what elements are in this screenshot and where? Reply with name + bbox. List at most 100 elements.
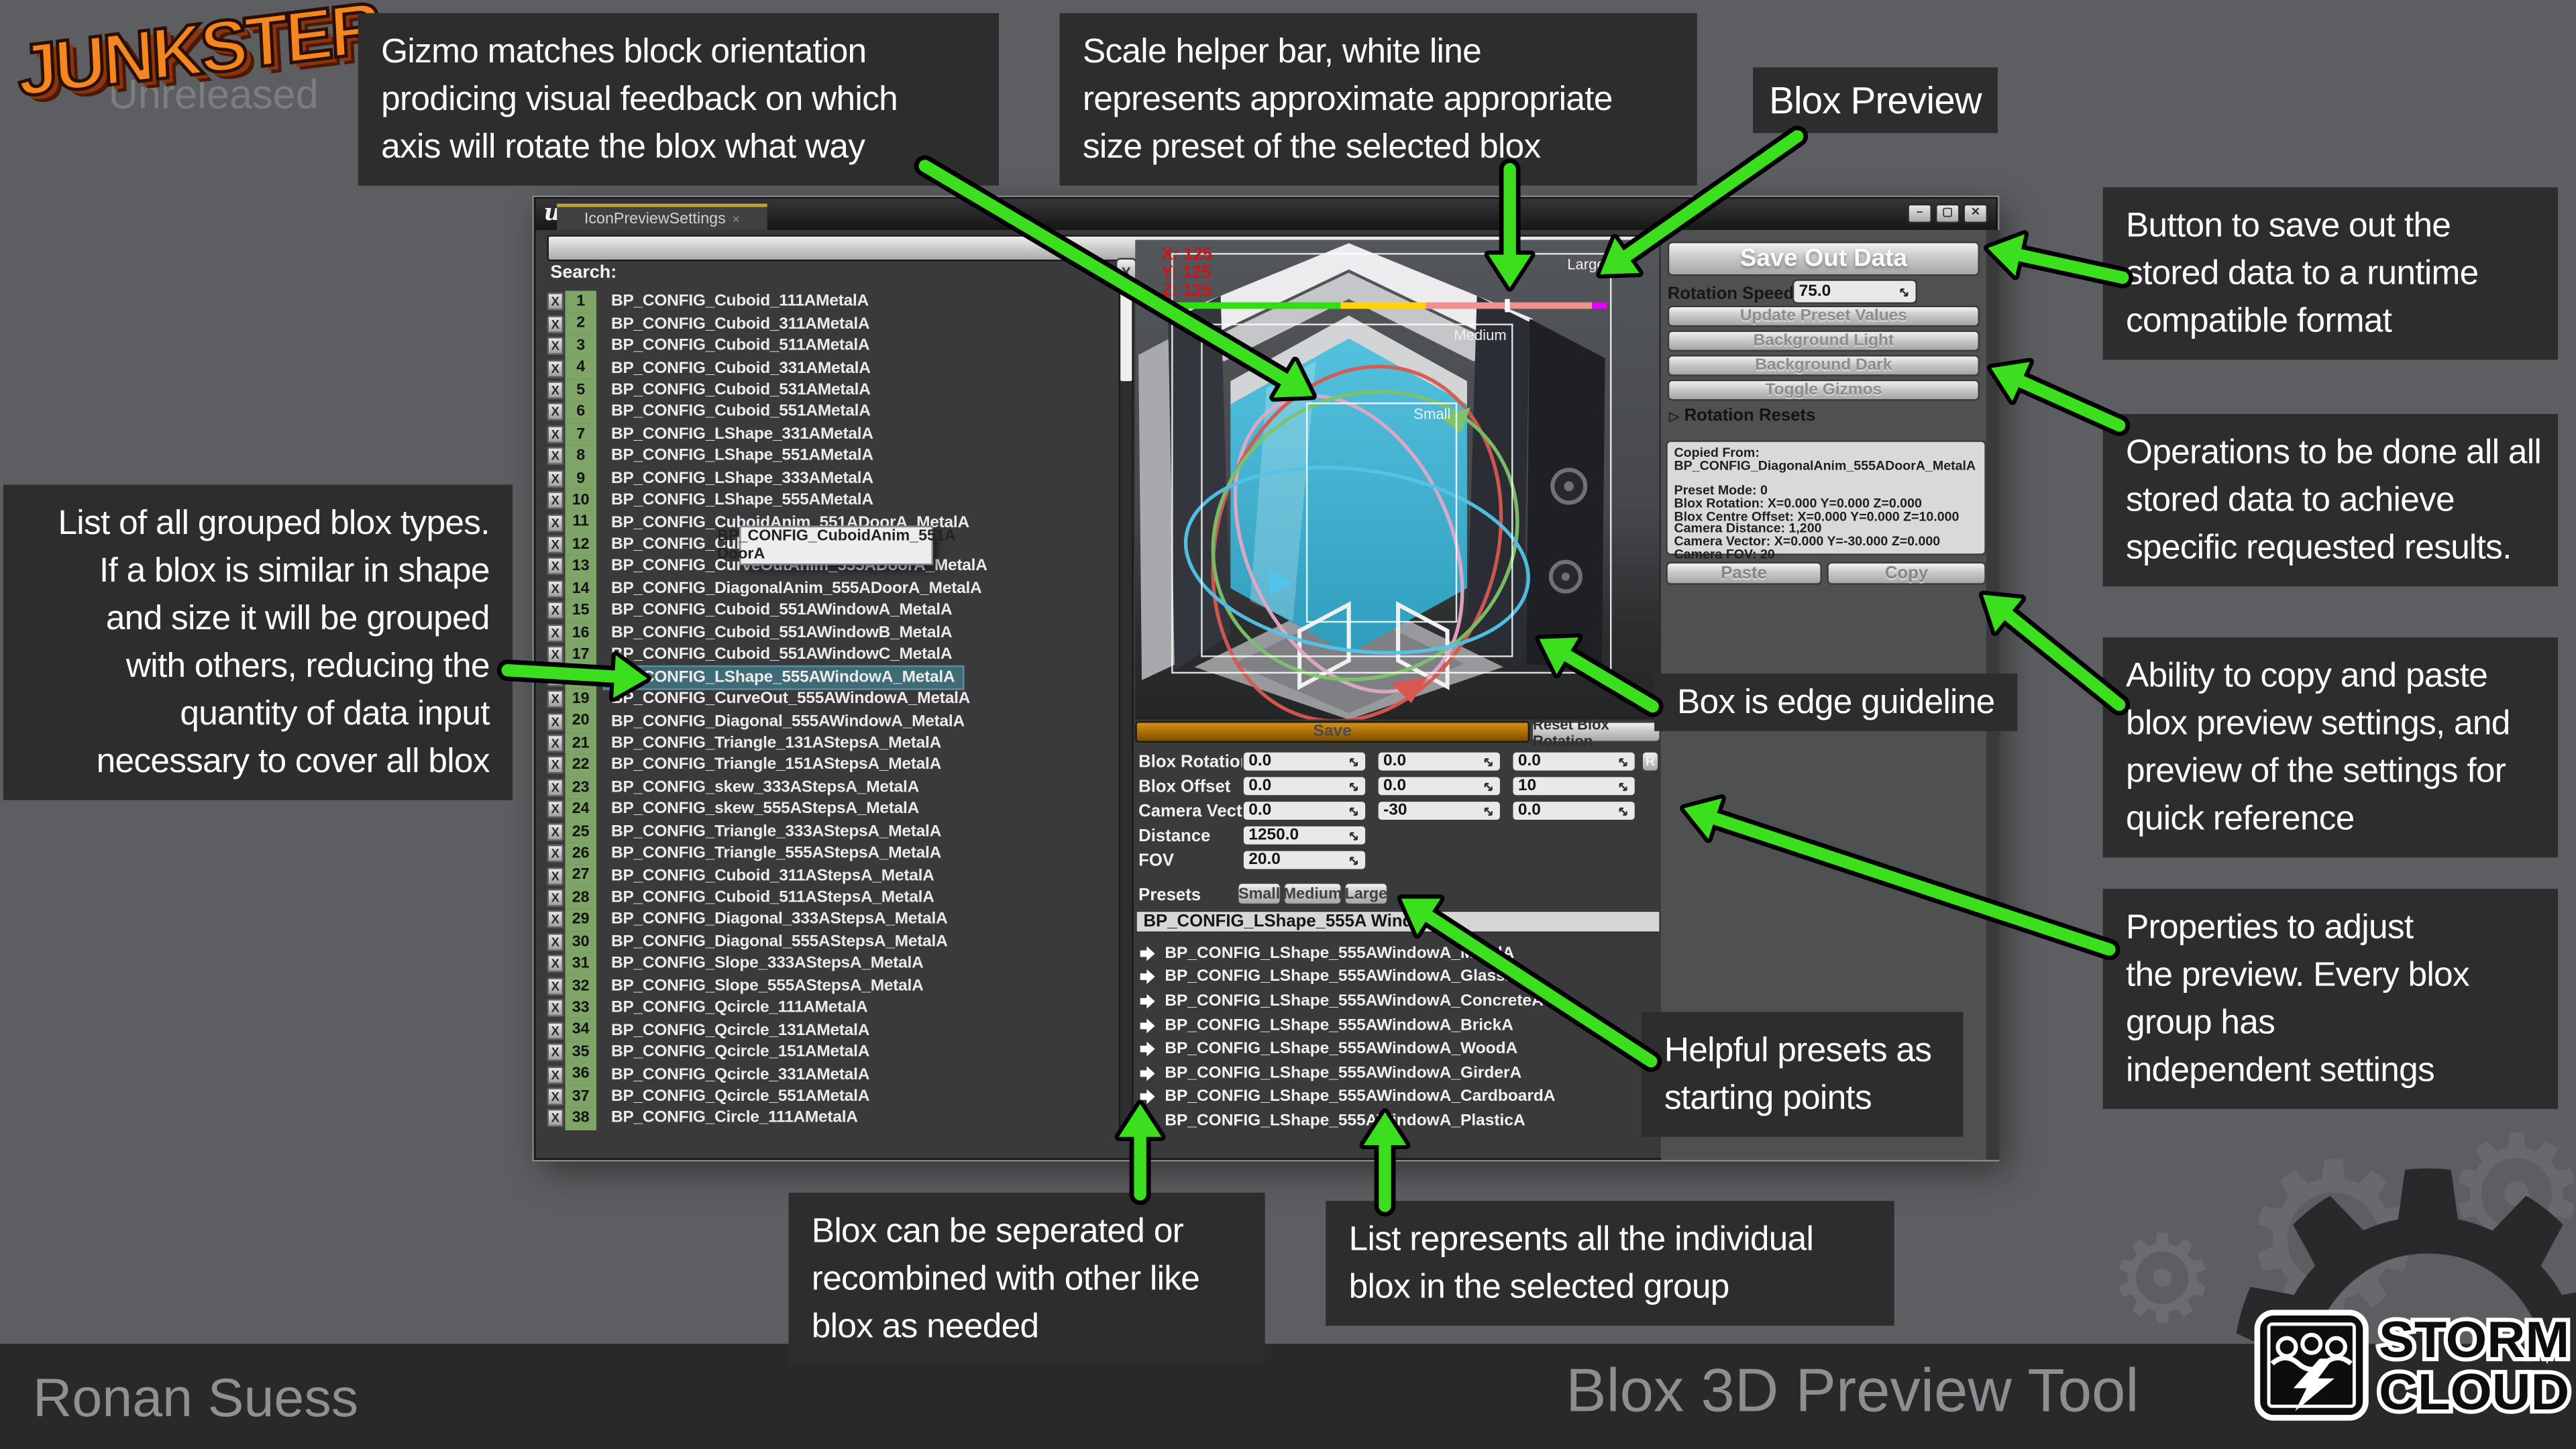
rotation-resets-section[interactable]: ▷Rotation Resets [1669, 406, 1815, 425]
save-out-data-button[interactable]: Save Out Data [1667, 241, 1980, 276]
list-scrollbar[interactable] [1118, 290, 1134, 1129]
remove-row-button[interactable]: X [547, 315, 564, 333]
minimize-button[interactable]: – [1907, 203, 1933, 224]
value-field[interactable]: 0.0 [1242, 800, 1367, 822]
value-field[interactable]: 1250.0 [1242, 824, 1367, 847]
blox-item[interactable]: BP_CONFIG_LShape_555AWindowA_GlassA [1140, 965, 1661, 989]
panel-button[interactable]: Background Dark [1667, 354, 1980, 376]
remove-row-button[interactable]: X [547, 1065, 564, 1084]
value-field[interactable]: 0.0 [1377, 775, 1502, 797]
preset-medium-button[interactable]: Medium [1283, 882, 1342, 906]
remove-row-button[interactable]: X [547, 337, 564, 356]
remove-row-button[interactable]: X [547, 977, 564, 996]
remove-row-button[interactable]: X [547, 932, 564, 951]
remove-row-button[interactable]: X [547, 734, 564, 753]
reset-blox-rotation-button[interactable]: Reset Blox Rotation [1531, 716, 1661, 749]
remove-row-button[interactable]: X [547, 645, 564, 664]
remove-row-button[interactable]: X [547, 910, 564, 929]
selected-group-name[interactable]: BP_CONFIG_LShape_555A WindowA [1135, 910, 1661, 934]
copy-button[interactable]: Copy [1827, 561, 1986, 585]
window-titlebar[interactable]: u IconPreviewSettings × – ▢ ✕ [535, 199, 1996, 230]
remove-row-button[interactable]: X [547, 667, 564, 686]
remove-row-button[interactable]: X [547, 359, 564, 378]
remove-row-button[interactable]: X [547, 513, 564, 532]
remove-row-button[interactable]: X [547, 1021, 564, 1040]
blox-item[interactable]: BP_CONFIG_LShape_555AWindowA_ConcreteA [1140, 989, 1661, 1014]
value-field[interactable]: 0.0 [1377, 751, 1502, 773]
remove-row-button[interactable]: X [547, 778, 564, 797]
remove-row-button[interactable]: X [547, 1110, 564, 1128]
blox-item[interactable]: BP_CONFIG_LShape_555AWindowA_CardboardA [1140, 1085, 1661, 1110]
remove-row-button[interactable]: X [547, 955, 564, 973]
close-button[interactable]: ✕ [1963, 203, 1988, 224]
scrollbar-thumb[interactable] [1120, 292, 1132, 382]
value-field[interactable]: -30 [1377, 800, 1502, 822]
remove-row-button[interactable]: X [547, 888, 564, 907]
blox-item[interactable]: BP_CONFIG_LShape_555AWindowA_BrickA [1140, 1013, 1661, 1037]
panel-button[interactable]: Update Preset Values [1667, 305, 1980, 327]
remove-row-button[interactable]: X [547, 535, 564, 554]
panel-button[interactable]: Toggle Gizmos [1667, 379, 1980, 400]
r-reset-button[interactable]: R [1641, 751, 1660, 773]
value-field[interactable]: 0.0 [1511, 800, 1637, 822]
remove-row-button[interactable]: X [547, 447, 564, 466]
remove-row-button[interactable]: X [547, 602, 564, 621]
remove-row-button[interactable]: X [547, 999, 564, 1018]
remove-row-button[interactable]: X [547, 469, 564, 488]
remove-row-button[interactable]: X [547, 425, 564, 443]
remove-row-button[interactable]: X [547, 1043, 564, 1062]
remove-row-button[interactable]: X [547, 580, 564, 598]
value-field[interactable]: 0.0 [1242, 775, 1367, 797]
value-field[interactable]: 10 [1511, 775, 1637, 797]
remove-row-button[interactable]: X [547, 624, 564, 643]
remove-row-button[interactable]: X [547, 402, 564, 421]
remove-row-button[interactable]: X [547, 1087, 564, 1106]
remove-row-button[interactable]: X [547, 867, 564, 885]
remove-row-button[interactable]: X [547, 800, 564, 819]
paste-button[interactable]: Paste [1666, 561, 1822, 585]
preset-large-button[interactable]: Large [1344, 882, 1389, 906]
blox-item[interactable]: BP_CONFIG_LShape_555AWindowA_MetalA [1140, 941, 1661, 965]
tab-close-icon[interactable]: × [732, 211, 740, 226]
blox-item[interactable]: BP_CONFIG_LShape_555AWindowA_WoodA [1140, 1037, 1661, 1061]
value-field[interactable]: 0.0 [1242, 751, 1367, 773]
clear-search-button[interactable]: X [1115, 258, 1137, 286]
remove-row-button[interactable]: X [547, 845, 564, 863]
remove-row-button[interactable]: X [547, 292, 564, 311]
remove-row-button[interactable]: X [547, 557, 564, 576]
save-button[interactable]: Save [1135, 721, 1530, 743]
